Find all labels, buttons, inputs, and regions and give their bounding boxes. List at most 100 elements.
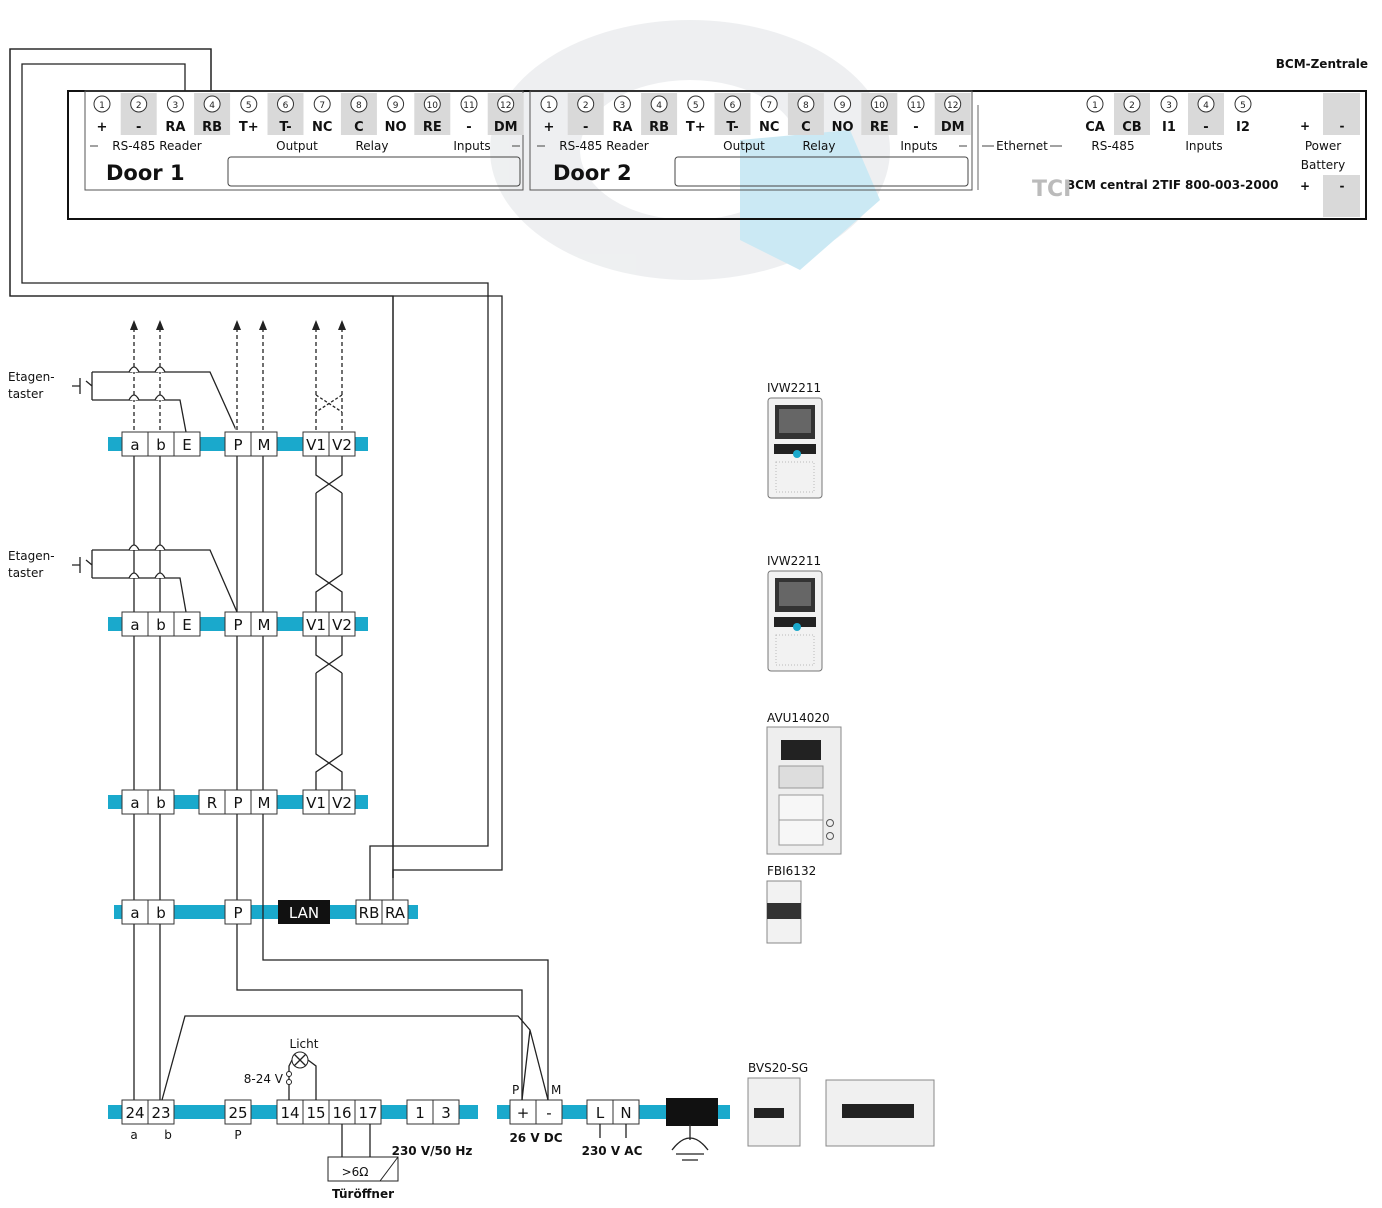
door1-label-box: [227, 156, 521, 187]
central-terminal-number: 3: [1166, 101, 1172, 111]
terminal-label: M: [258, 436, 271, 454]
terminal-label: +: [517, 1104, 530, 1122]
device-module-label: FBI6132: [767, 864, 816, 878]
door1-terminal-number-2: [130, 95, 148, 113]
door2-label-box: [674, 156, 969, 187]
terminal-label: -: [546, 1104, 551, 1122]
device-monitor2-label: IVW2211: [767, 554, 821, 568]
terminal-sub-label: P: [234, 1128, 241, 1142]
terminal-sub-label: a: [130, 1128, 137, 1142]
terminal-b: [147, 899, 175, 925]
door1-terminal-number-9: [387, 95, 405, 113]
svg-text:8-24 V: 8-24 V: [244, 1072, 284, 1086]
door1-terminal-number-text: 10: [427, 101, 439, 111]
terminal-label: 16: [332, 1104, 351, 1122]
terminal-label: 14: [280, 1104, 299, 1122]
floor-switch-2: Etagen- taster: [8, 549, 238, 613]
terminal-p: [224, 789, 252, 815]
door2-terminal-number-2: [577, 95, 595, 113]
terminal-16: [328, 1099, 356, 1125]
terminal-14: [276, 1099, 304, 1125]
terminal-m: [250, 611, 278, 637]
terminal-lan: [278, 900, 330, 924]
terminal-label: M: [258, 616, 271, 634]
door2-terminal-number-text: 1: [546, 101, 552, 111]
door2-block: [529, 90, 973, 191]
door1-terminal-number-text: 6: [283, 101, 289, 111]
door2-terminal-number-text: 11: [910, 101, 921, 111]
door2-terminal-number-text: 6: [730, 101, 736, 111]
door1-terminal-number-6: [277, 95, 294, 113]
terminal-p: [224, 899, 252, 925]
terminal-b: [147, 611, 175, 637]
door2-terminal-number-11: [907, 95, 925, 113]
door2-terminal-label: -: [583, 120, 588, 135]
door2-terminal-number-text: 4: [656, 101, 662, 111]
terminal-l: [586, 1099, 614, 1125]
terminal-n: [612, 1099, 640, 1125]
terminal-v1: [302, 789, 330, 815]
svg-text:Türöffner: Türöffner: [332, 1187, 394, 1201]
door2-terminal-label: RE: [870, 120, 889, 135]
terminal-label: 24: [125, 1104, 144, 1122]
door2-terminal-number-text: 2: [583, 101, 589, 111]
door-opener: >6Ω Türöffner: [327, 1124, 399, 1201]
central-title: BCM-Zentrale: [1276, 57, 1368, 71]
terminal-label: b: [156, 436, 166, 454]
ethernet-label: Ethernet: [996, 139, 1048, 153]
door2-terminal-number-text: 9: [840, 101, 846, 111]
door1-terminal-number-text: 3: [173, 101, 179, 111]
terminal-sub-label: b: [164, 1128, 172, 1142]
monitor1-picture: [767, 397, 823, 499]
door2-terminal-number-5: [687, 95, 705, 113]
terminal-v2: [328, 789, 356, 815]
door1-terminal-number-text: 12: [500, 101, 511, 111]
terminal-label: P: [233, 904, 242, 922]
door2-terminal-number-12: [944, 95, 962, 113]
arrow-up-icon: [233, 320, 241, 330]
terminal-b: [147, 789, 175, 815]
svg-text:taster: taster: [8, 566, 43, 580]
door2-terminal-label: +: [544, 120, 555, 135]
door2-name: Door 2: [553, 161, 632, 185]
terminal-25: [224, 1099, 252, 1125]
central-terminal-label: CA: [1085, 120, 1105, 135]
arrow-up-icon: [259, 320, 267, 330]
door2-terminal-number-text: 12: [947, 101, 958, 111]
central-terminal-label: I2: [1236, 120, 1250, 135]
central-terminal-number: 4: [1203, 101, 1209, 111]
terminal-label: P: [233, 436, 242, 454]
terminal-label: a: [130, 794, 139, 812]
bus-wires: [128, 320, 346, 1100]
door2-group-label: Relay: [803, 139, 836, 153]
door1-terminal-number-8: [350, 95, 368, 113]
door1-terminal-number-11: [460, 95, 478, 113]
door2-group-label: RS-485 Reader: [559, 139, 649, 153]
central-terminal-label: -: [1203, 120, 1208, 135]
terminal-label: a: [130, 904, 139, 922]
door2-terminal-label: T-: [726, 120, 738, 135]
terminal-label: V2: [332, 794, 352, 812]
terminal-label: 3: [441, 1104, 451, 1122]
terminal-p: [224, 431, 252, 457]
door1-group-label: Output: [276, 139, 318, 153]
door1-terminal-label: NC: [312, 120, 332, 135]
module-picture: [766, 880, 802, 944]
door1-terminal-number-10: [423, 95, 441, 113]
terminal-label: b: [156, 904, 166, 922]
door1-block: [84, 90, 524, 191]
svg-text:Licht: Licht: [290, 1037, 319, 1051]
battery-plus: +: [1300, 179, 1310, 193]
door2-terminal-number-1: [540, 95, 558, 113]
central-group-label: RS-485: [1091, 139, 1134, 153]
device-psu-label: BVS20-SG: [748, 1061, 808, 1075]
terminal-label: b: [156, 616, 166, 634]
door1-terminal-number-3: [166, 95, 184, 113]
terminal-label: V1: [306, 794, 326, 812]
mains-label: 230 V/50 Hz: [392, 1144, 473, 1158]
central-group-label: Inputs: [1185, 139, 1222, 153]
monitor2-picture: [767, 570, 823, 672]
terminal-e: [173, 431, 201, 457]
